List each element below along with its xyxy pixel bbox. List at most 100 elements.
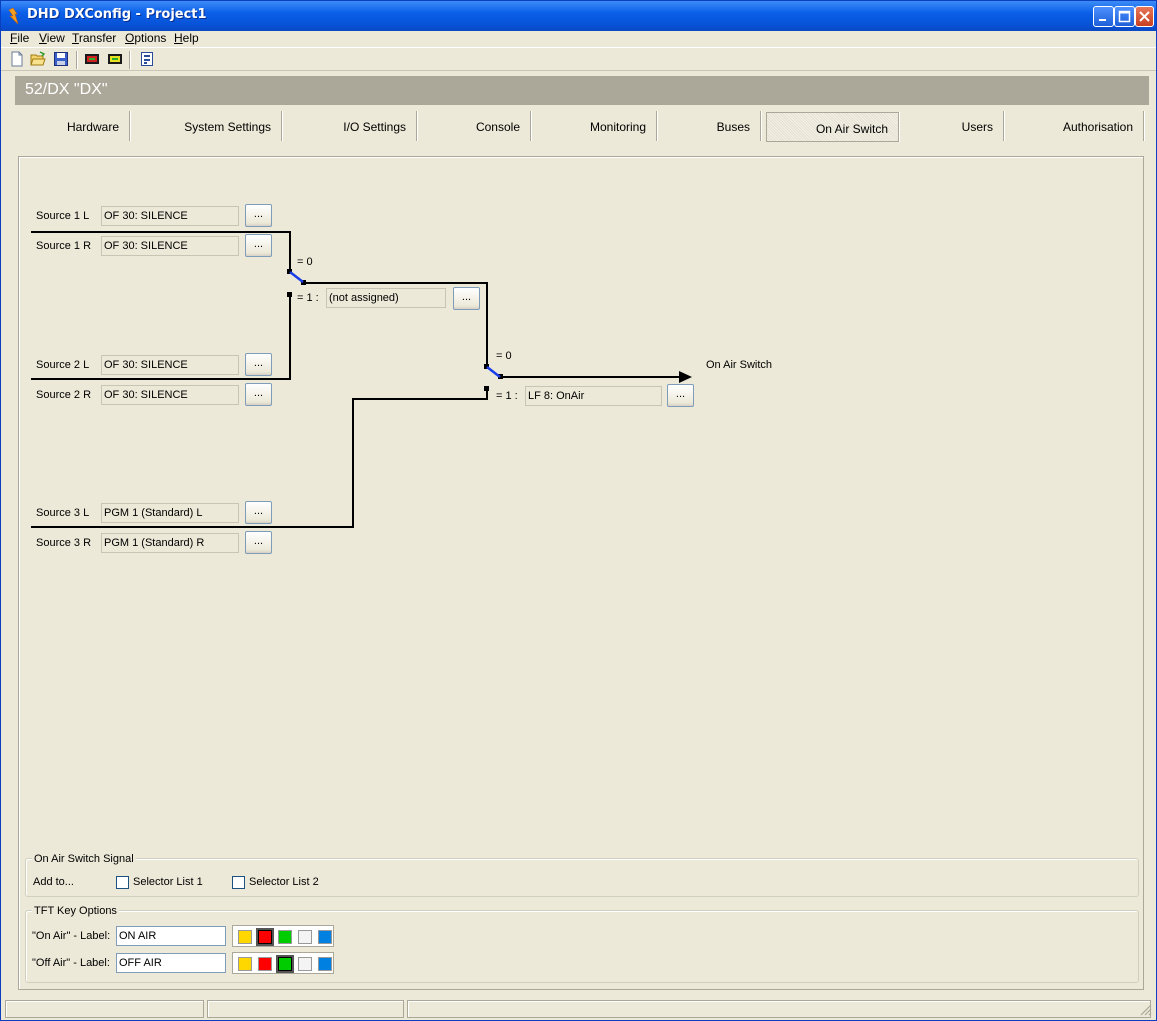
switch1-terminal-1 (287, 292, 292, 297)
switch1-one-label: = 1 : (297, 292, 319, 304)
selector-list-1-checkbox[interactable] (116, 876, 129, 889)
tab-console[interactable]: Console (417, 111, 531, 141)
properties-icon[interactable] (139, 51, 155, 67)
color-swatch-red[interactable] (258, 957, 272, 971)
app-flame-icon (8, 8, 19, 24)
maximize-button[interactable] (1114, 6, 1135, 27)
off-air-color-picker (232, 952, 334, 974)
window-title: DHD DXConfig - Project1 (27, 7, 207, 22)
menu-view[interactable]: View (39, 31, 65, 45)
add-to-label: Add to... (33, 876, 74, 888)
switch1-output-wire (304, 282, 488, 366)
tab-authorisation[interactable]: Authorisation (1004, 111, 1144, 141)
tab-io-settings[interactable]: I/O Settings (282, 111, 417, 141)
on-air-color-picker (232, 925, 334, 947)
switch1-zero-label: = 0 (297, 256, 313, 268)
on-air-switch-signal-title: On Air Switch Signal (32, 853, 136, 865)
off-air-label-input[interactable]: OFF AIR (116, 953, 226, 973)
selector-list-2-label[interactable]: Selector List 2 (249, 876, 319, 888)
status-pane-1 (5, 1000, 204, 1018)
device-header: 52/DX "DX" (15, 76, 1149, 105)
close-icon (1139, 11, 1150, 22)
tab-system-settings[interactable]: System Settings (130, 111, 282, 141)
tab-monitoring[interactable]: Monitoring (531, 111, 657, 141)
tab-hardware[interactable]: Hardware (15, 111, 130, 141)
source-1l-browse-button[interactable]: ... (245, 204, 272, 227)
source-2r-field: OF 30: SILENCE (101, 385, 239, 405)
transfer-upload-icon[interactable] (107, 51, 123, 67)
source-2l-label: Source 2 L (36, 359, 90, 371)
menu-options[interactable]: Options (125, 31, 167, 45)
switch2-control-field: LF 8: OnAir (525, 386, 662, 406)
switch2-terminal-1 (484, 386, 489, 391)
selector-list-2-checkbox[interactable] (232, 876, 245, 889)
on-air-switch-signal-group (25, 858, 1139, 897)
output-label: On Air Switch (706, 359, 773, 371)
source-1l-label: Source 1 L (36, 210, 90, 222)
status-bar (1, 997, 1156, 1021)
close-button[interactable] (1135, 6, 1154, 27)
switch2-lever (486, 366, 501, 378)
source1-wire (31, 231, 291, 271)
transfer-download-icon[interactable] (84, 51, 100, 67)
color-swatch-blue[interactable] (318, 930, 332, 944)
color-swatch-green[interactable] (278, 930, 292, 944)
title-bar[interactable]: DHD DXConfig - Project1 (1, 1, 1156, 31)
source-1r-browse-button[interactable]: ... (245, 234, 272, 257)
save-icon[interactable] (53, 51, 69, 67)
source-3r-field: PGM 1 (Standard) R (101, 533, 239, 553)
menu-help[interactable]: Help (174, 31, 199, 45)
switch1-terminal-0 (287, 269, 292, 274)
tab-users[interactable]: Users (899, 111, 1004, 141)
color-swatch-white[interactable] (298, 957, 312, 971)
maximize-icon (1118, 10, 1131, 23)
source-2l-field: OF 30: SILENCE (101, 355, 239, 375)
source-2r-label: Source 2 R (36, 389, 92, 401)
menu-transfer[interactable]: Transfer (72, 31, 117, 45)
switch1-control-browse-button[interactable]: ... (453, 287, 480, 310)
selector-list-1-label[interactable]: Selector List 1 (133, 876, 203, 888)
source3-wire (31, 390, 488, 528)
resize-grip-icon[interactable] (1140, 1004, 1152, 1016)
switch2-control-browse-button[interactable]: ... (667, 384, 694, 407)
toolbar-separator (129, 51, 131, 69)
toolbar (1, 47, 1156, 71)
source-2r-browse-button[interactable]: ... (245, 383, 272, 406)
source-3l-field: PGM 1 (Standard) L (101, 503, 239, 523)
menu-file[interactable]: File (10, 31, 30, 45)
on-air-label-input[interactable]: ON AIR (116, 926, 226, 946)
on-air-switch-panel (18, 156, 1144, 990)
on-air-label-caption: "On Air" - Label: (32, 930, 111, 942)
menu-bar: File View Transfer Options Help (1, 29, 1156, 47)
tft-key-options-title: TFT Key Options (32, 905, 119, 917)
source-1r-label: Source 1 R (36, 240, 92, 252)
switch2-one-label: = 1 : (496, 390, 518, 402)
source-3l-browse-button[interactable]: ... (245, 501, 272, 524)
off-air-label-caption: "Off Air" - Label: (32, 957, 110, 969)
open-folder-icon[interactable] (30, 51, 46, 67)
source-3l-label: Source 3 L (36, 507, 90, 519)
source-3r-browse-button[interactable]: ... (245, 531, 272, 554)
color-swatch-green[interactable] (276, 955, 294, 973)
tft-key-options-group (25, 910, 1139, 983)
source-2l-browse-button[interactable]: ... (245, 353, 272, 376)
switch1-control-field: (not assigned) (326, 288, 446, 308)
color-swatch-yellow[interactable] (238, 957, 252, 971)
tab-strip: Hardware System Settings I/O Settings Co… (15, 109, 1149, 143)
color-swatch-white[interactable] (298, 930, 312, 944)
status-pane-2 (207, 1000, 404, 1018)
color-swatch-yellow[interactable] (238, 930, 252, 944)
tab-on-air-switch[interactable]: On Air Switch (766, 112, 899, 142)
minimize-icon (1099, 19, 1106, 21)
source-1l-field: OF 30: SILENCE (101, 206, 239, 226)
tab-buses[interactable]: Buses (657, 111, 761, 141)
switch1-lever (289, 271, 304, 283)
new-document-icon[interactable] (9, 51, 25, 67)
minimize-button[interactable] (1093, 6, 1114, 27)
switch1-terminal-out (301, 280, 306, 285)
color-swatch-blue[interactable] (318, 957, 332, 971)
toolbar-separator (76, 51, 78, 69)
color-swatch-red[interactable] (256, 928, 274, 946)
